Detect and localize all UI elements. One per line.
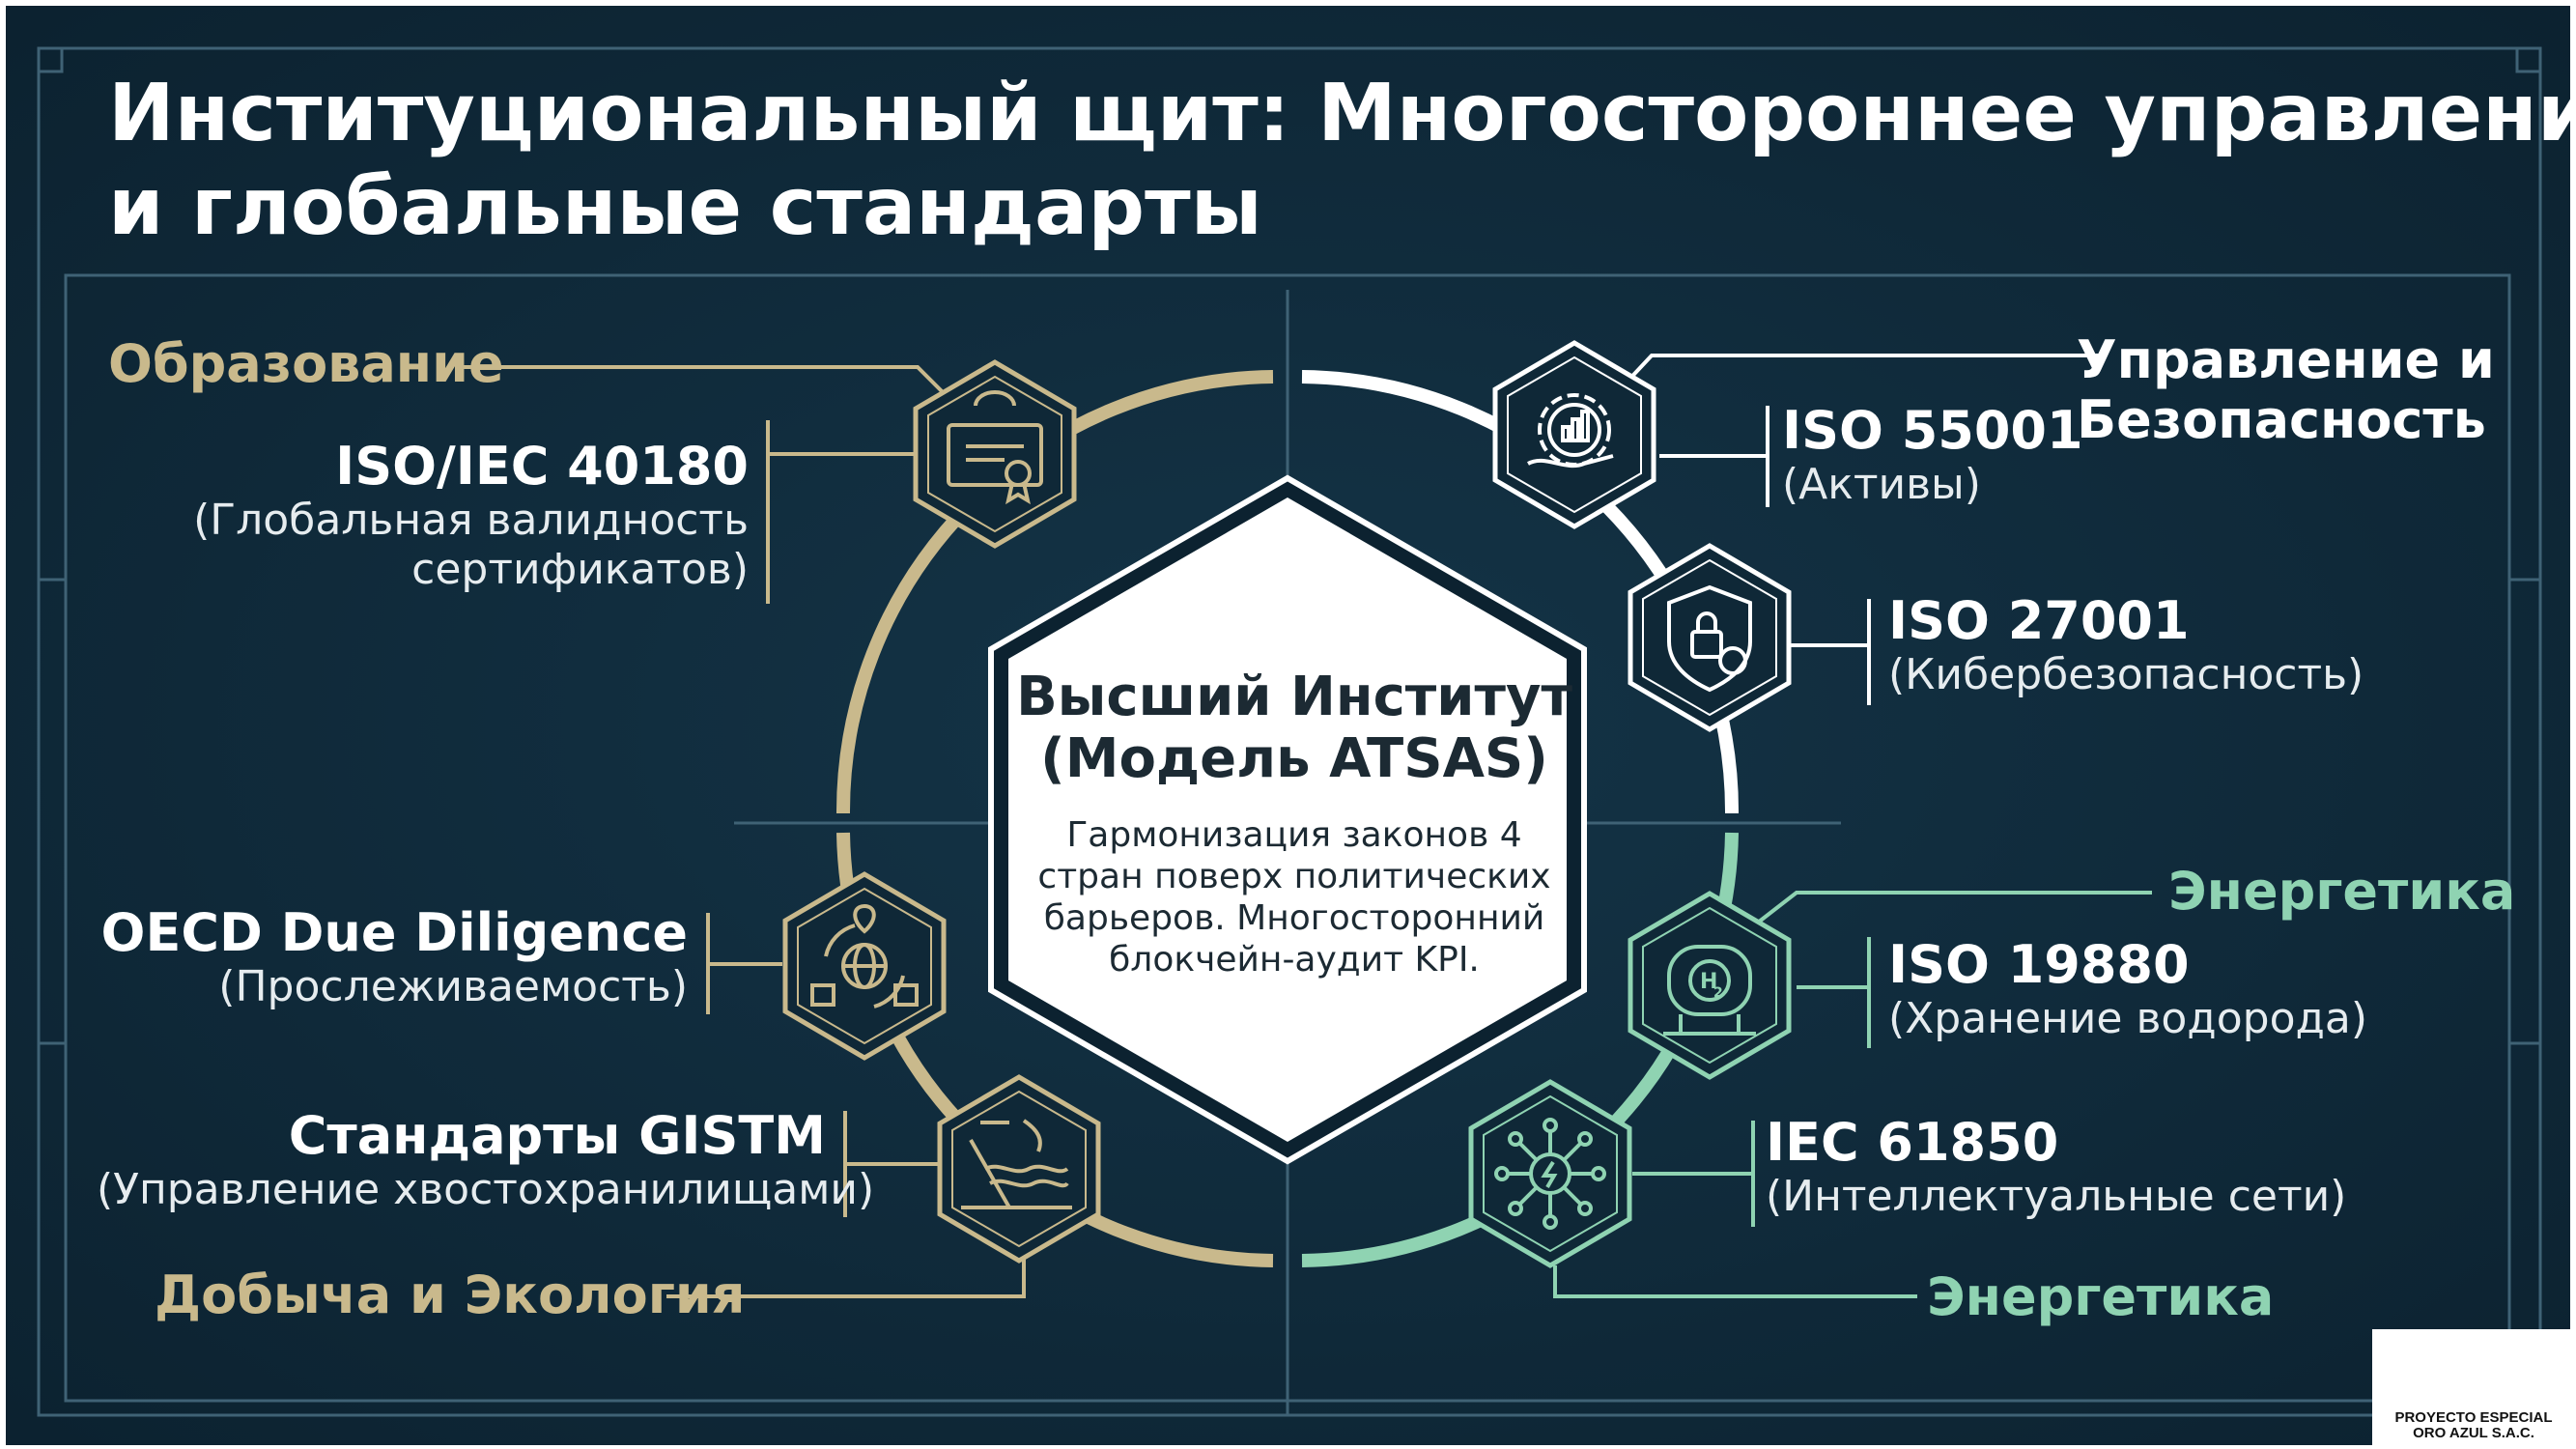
asset-gear-icon (1492, 340, 1656, 529)
standard-desc: (Управление хвостохранилищами) (97, 1165, 875, 1215)
standard-iso-iec-40180: ISO/IEC 40180 (Глобальная валидность сер… (97, 436, 749, 594)
standard-iso-27001: ISO 27001 (Кибербезопасность) (1888, 590, 2364, 700)
standard-desc: (Активы) (1782, 460, 1981, 510)
category-governance-line2: Безопасность (2077, 389, 2486, 451)
standard-iso-55001: ISO 55001 (Активы) (1782, 400, 2083, 510)
center-desc-line: стран поверх политических (1037, 856, 1551, 896)
standard-iec-61850: IEC 61850 (Интеллектуальные сети) (1766, 1112, 2347, 1222)
standard-code: OECD Due Diligence (100, 902, 688, 963)
standard-code: ISO 27001 (1888, 590, 2190, 651)
shield-lock-icon (1628, 543, 1792, 732)
standard-desc: (Прослеживаемость) (218, 962, 688, 1012)
category-governance-line1: Управление и (2077, 329, 2495, 390)
logo-text-line2: ORO AZUL S.A.C. (2413, 1424, 2534, 1441)
center-title-line1: Высший Институт (1016, 666, 1572, 728)
smart-grid-icon (1468, 1079, 1632, 1268)
page-title: Институциональный щит: Многостороннее уп… (108, 68, 2576, 255)
standard-code: IEC 61850 (1766, 1112, 2059, 1173)
category-energy-upper: Энергетика (2168, 861, 2516, 922)
standard-code: ISO 19880 (1888, 934, 2190, 995)
tailings-dam-icon (937, 1074, 1101, 1264)
logo-text: PROYECTO ESPECIAL ORO AZUL S.A.C. (2372, 1410, 2575, 1441)
center-title-line2: (Модель ATSAS) (1040, 727, 1548, 791)
page-title-line1: Институциональный щит: Многостороннее уп… (108, 68, 2576, 159)
center-desc-line: Гармонизация законов 4 (1066, 814, 1522, 855)
decorative-frame (37, 46, 2542, 1417)
standard-desc: (Интеллектуальные сети) (1766, 1172, 2347, 1222)
standard-desc: (Кибербезопасность) (1888, 650, 2364, 700)
page-title-line2: и глобальные стандарты (108, 160, 1262, 253)
company-logo: PROYECTO ESPECIAL ORO AZUL S.A.C. (2372, 1329, 2575, 1447)
category-energy-lower: Энергетика (1927, 1266, 2275, 1327)
standard-desc: (Хранение водорода) (1888, 994, 2368, 1044)
standard-code: ISO/IEC 40180 (335, 436, 749, 497)
standard-oecd-due-diligence: OECD Due Diligence (Прослеживаемость) (97, 902, 688, 1012)
traceability-icon (782, 871, 947, 1061)
standard-desc: (Глобальная валидность (193, 496, 749, 546)
category-mining-ecology: Добыча и Экология (155, 1264, 746, 1325)
logo-text-line1: PROYECTO ESPECIAL (2394, 1409, 2553, 1426)
category-governance: Управление и Безопасность (2077, 329, 2495, 451)
center-title: Высший Институт (Модель ATSAS) (1005, 666, 1584, 791)
center-desc-line: барьеров. Многосторонний (1043, 898, 1545, 939)
center-block: Высший Институт (Модель ATSAS) Гармониза… (1005, 666, 1584, 981)
center-desc-line: блокчейн-аудит KPI. (1109, 940, 1480, 980)
svg-text:2: 2 (1713, 985, 1723, 1001)
hydrogen-tank-icon: H 2 (1628, 891, 1792, 1080)
center-hexagon (988, 474, 1587, 1165)
category-education: Образование (108, 333, 504, 394)
standard-code: Стандарты GISTM (288, 1105, 826, 1166)
standard-gistm: Стандарты GISTM (Управление хвостохранил… (97, 1105, 875, 1215)
svg-text:H: H (1700, 970, 1717, 994)
center-description: Гармонизация законов 4 стран поверх поли… (1005, 814, 1584, 981)
standard-iso-19880: ISO 19880 (Хранение водорода) (1888, 934, 2368, 1044)
certificate-icon (913, 359, 1077, 549)
standard-code: ISO 55001 (1782, 400, 2083, 461)
standard-desc: сертификатов) (411, 544, 749, 594)
